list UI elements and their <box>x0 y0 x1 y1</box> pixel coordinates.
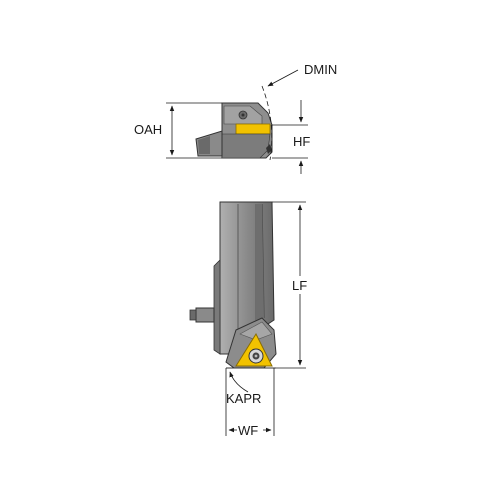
toolholder-top-view <box>195 102 273 159</box>
top-view-insert <box>235 123 271 135</box>
top-view-lower <box>221 133 271 159</box>
lf-label: LF <box>292 278 307 293</box>
wf-label: WF <box>238 423 258 438</box>
hf-label: HF <box>293 134 310 149</box>
oah-dimension <box>166 102 222 159</box>
dmin-dimension <box>261 69 299 161</box>
front-view-side-step <box>213 259 221 355</box>
toolholder-front-view <box>189 201 277 369</box>
hf-dimension <box>272 100 308 174</box>
front-view-pin <box>195 307 215 323</box>
kapr-label: KAPR <box>226 391 261 406</box>
lf-dimension <box>272 201 306 369</box>
dmin-label: DMIN <box>304 62 337 77</box>
oah-label: OAH <box>134 122 162 137</box>
kapr-dimension <box>225 368 275 436</box>
